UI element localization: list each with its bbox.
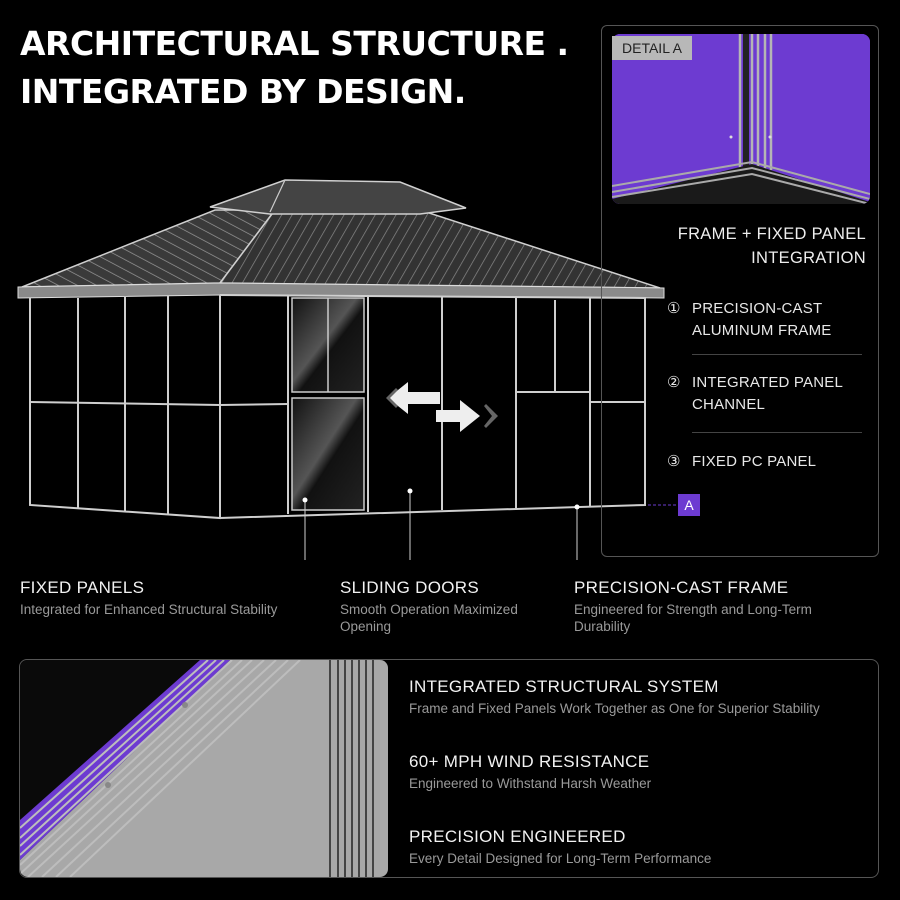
detail-title: FRAME + FIXED PANEL INTEGRATION bbox=[677, 225, 866, 267]
spec-item: 60+ MPH WIND RESISTANCE Engineered to Wi… bbox=[409, 752, 651, 791]
spec-subtitle: Frame and Fixed Panels Work Together as … bbox=[409, 701, 820, 716]
front-wall-frame bbox=[219, 294, 646, 519]
feature-item: ① PRECISION-CAST ALUMINUM FRAME bbox=[667, 298, 862, 342]
feature-number: ③ bbox=[667, 453, 681, 470]
feature-item: ③ FIXED PC PANEL bbox=[667, 451, 862, 473]
cupola bbox=[209, 179, 467, 215]
callout-subtitle: Engineered for Strength and Long-Term Du… bbox=[574, 602, 812, 634]
callout-precision-cast-frame: PRECISION-CAST FRAME Engineered for Stre… bbox=[574, 578, 854, 635]
detail-tag: DETAIL A bbox=[612, 36, 692, 60]
spec-title: PRECISION ENGINEERED bbox=[409, 827, 626, 846]
headline: ARCHITECTURAL STRUCTURE . INTEGRATED BY … bbox=[20, 20, 569, 116]
frame-closeup-image bbox=[20, 660, 388, 877]
headline-line-2: INTEGRATED BY DESIGN. bbox=[20, 72, 466, 111]
feature-label: INTEGRATED PANEL CHANNEL bbox=[692, 374, 843, 413]
detail-a-image bbox=[612, 34, 870, 204]
feature-divider bbox=[692, 354, 862, 355]
spec-subtitle: Every Detail Designed for Long-Term Perf… bbox=[409, 851, 712, 866]
spec-title: INTEGRATED STRUCTURAL SYSTEM bbox=[409, 677, 719, 696]
callout-subtitle: Smooth Operation Maximized Opening bbox=[340, 602, 518, 634]
roof-front bbox=[218, 209, 661, 289]
spec-item: INTEGRATED STRUCTURAL SYSTEM Frame and F… bbox=[409, 677, 820, 716]
spec-title: 60+ MPH WIND RESISTANCE bbox=[409, 752, 650, 771]
feature-number: ① bbox=[667, 300, 681, 317]
specs-panel: INTEGRATED STRUCTURAL SYSTEM Frame and F… bbox=[19, 659, 879, 878]
feature-label: FIXED PC PANEL bbox=[692, 453, 817, 470]
feature-number: ② bbox=[667, 374, 681, 391]
callout-title: PRECISION-CAST FRAME bbox=[574, 578, 789, 597]
spec-item: PRECISION ENGINEERED Every Detail Design… bbox=[409, 827, 711, 866]
feature-item: ② INTEGRATED PANEL CHANNEL bbox=[667, 372, 862, 416]
eave bbox=[17, 282, 665, 299]
leader-lines bbox=[304, 492, 676, 560]
detail-panel: DETAIL A FRAME + FIXED PANEL INTEGRATION… bbox=[601, 25, 879, 557]
callout-title: SLIDING DOORS bbox=[340, 578, 479, 597]
feature-label: PRECISION-CAST ALUMINUM FRAME bbox=[692, 300, 832, 339]
callout-fixed-panels: FIXED PANELS Integrated for Enhanced Str… bbox=[20, 578, 277, 618]
callout-title: FIXED PANELS bbox=[20, 578, 145, 597]
callout-subtitle: Integrated for Enhanced Structural Stabi… bbox=[20, 602, 278, 617]
left-wall-frame bbox=[29, 295, 221, 520]
detail-marker-a: A bbox=[678, 494, 700, 516]
spec-subtitle: Engineered to Withstand Harsh Weather bbox=[409, 776, 652, 791]
callout-sliding-doors: SLIDING DOORS Smooth Operation Maximized… bbox=[340, 578, 550, 635]
gazebo-illustration bbox=[17, 179, 676, 560]
headline-line-1: ARCHITECTURAL STRUCTURE . bbox=[20, 24, 569, 63]
feature-divider bbox=[692, 432, 862, 433]
sliding-arrows bbox=[386, 382, 498, 432]
glass-panel-lower bbox=[291, 397, 365, 511]
